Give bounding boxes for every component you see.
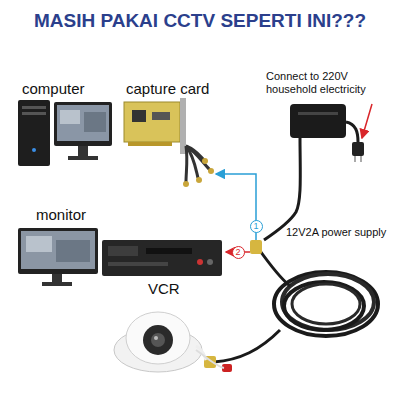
cable-coil-illustration-part xyxy=(282,274,374,330)
computer-illustration-part xyxy=(22,106,46,109)
power-supply-illustration-part xyxy=(360,156,362,162)
power-supply-illustration-part xyxy=(290,104,346,138)
power-supply-illustration xyxy=(264,104,372,240)
power-supply-illustration-part xyxy=(354,156,356,162)
signal-arrows xyxy=(216,174,256,252)
cable-coil-illustration xyxy=(204,240,378,372)
capture-card-illustration-part xyxy=(202,158,208,164)
cable-coil-illustration-part xyxy=(274,272,378,336)
monitor-illustration-part xyxy=(18,228,98,274)
cable-coil-illustration-part xyxy=(284,282,364,330)
device-label: computer xyxy=(22,80,85,97)
computer-illustration xyxy=(18,100,112,166)
capture-card-illustration-part xyxy=(128,142,172,146)
device-label: 12V2A power supply xyxy=(286,226,386,239)
computer-illustration-part xyxy=(18,100,50,166)
device-label: capture card xyxy=(126,80,209,97)
capture-card-illustration-part xyxy=(185,146,189,182)
computer-illustration-part xyxy=(32,148,36,152)
cable-coil-illustration-part xyxy=(258,248,290,286)
computer-illustration-part xyxy=(68,156,98,160)
monitor-illustration-part xyxy=(52,274,62,282)
capture-card-illustration-part xyxy=(196,177,202,183)
capture-card-illustration xyxy=(124,98,214,187)
camera-illustration-part xyxy=(151,333,165,347)
camera-illustration-part xyxy=(196,350,224,368)
capture-card-illustration-part xyxy=(152,112,170,120)
camera-illustration-part xyxy=(126,312,190,364)
device-label: monitor xyxy=(36,206,86,223)
callout-number: 2 xyxy=(232,246,245,259)
device-label: VCR xyxy=(148,280,180,297)
vcr-illustration-part xyxy=(108,246,138,256)
signal-arrows-part xyxy=(216,174,256,240)
monitor-illustration-part xyxy=(21,231,95,269)
computer-illustration-part xyxy=(54,102,112,146)
power-supply-illustration-part xyxy=(264,138,300,240)
computer-illustration-part xyxy=(60,110,80,124)
vcr-illustration-part xyxy=(108,262,168,266)
computer-illustration-part xyxy=(78,146,88,156)
capture-card-illustration-part xyxy=(132,110,146,122)
power-supply-illustration-part xyxy=(352,142,364,156)
vcr-illustration xyxy=(102,240,222,276)
capture-card-illustration-part xyxy=(183,181,189,187)
vcr-illustration-part xyxy=(197,259,203,265)
cable-coil-illustration-part xyxy=(292,284,360,324)
camera-illustration-part xyxy=(143,325,173,355)
capture-card-illustration-part xyxy=(208,168,214,174)
computer-illustration-part xyxy=(22,112,46,115)
camera-illustration xyxy=(114,312,224,372)
monitor-illustration-part xyxy=(42,282,72,286)
monitor-illustration-part xyxy=(26,236,52,252)
power-supply-illustration-part xyxy=(298,112,338,115)
power-supply-illustration-part xyxy=(346,122,358,142)
note-label: Connect to 220V household electricity xyxy=(266,70,394,95)
vcr-illustration-part xyxy=(207,259,213,265)
callout-number: 1 xyxy=(250,220,263,233)
cable-coil-illustration-part xyxy=(250,240,262,254)
monitor-illustration-part xyxy=(56,240,90,262)
computer-illustration-part xyxy=(57,105,109,141)
monitor-illustration xyxy=(18,228,98,286)
power-supply-illustration-part xyxy=(362,104,372,138)
capture-card-illustration-part xyxy=(180,98,186,154)
cable-coil-illustration-part xyxy=(214,330,280,362)
page-title: MASIH PAKAI CCTV SEPERTI INI??? xyxy=(0,10,400,32)
capture-card-illustration-part xyxy=(124,102,180,142)
vcr-illustration-part xyxy=(146,248,192,254)
camera-illustration-part xyxy=(154,336,158,340)
vcr-illustration-part xyxy=(102,240,222,276)
computer-illustration-part xyxy=(84,112,106,132)
